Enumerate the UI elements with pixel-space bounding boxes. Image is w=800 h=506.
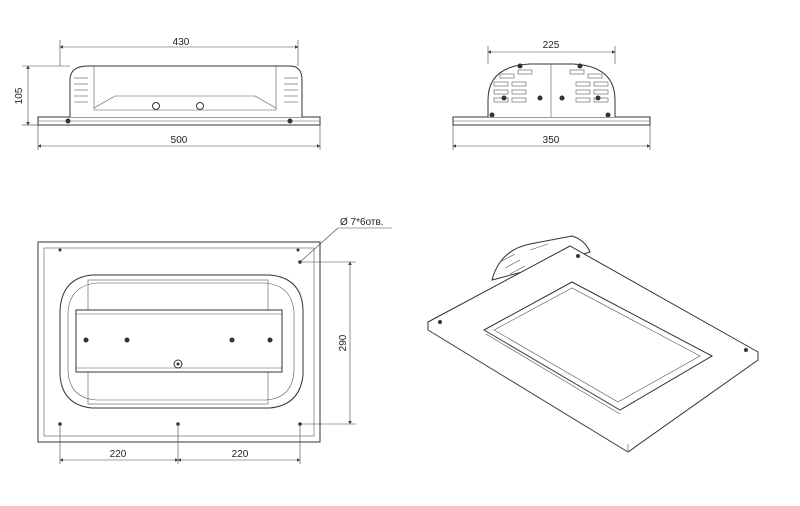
isometric-view — [426, 235, 759, 453]
dim-side-height: 105 — [14, 87, 25, 104]
dim-plan-spacing-right: 220 — [232, 449, 249, 460]
dim-front-width-top: 225 — [543, 40, 560, 51]
side-view: 430 105 500 — [14, 37, 321, 150]
dim-plan-spacing-left: 220 — [110, 449, 127, 460]
front-view: 225 350 — [452, 40, 651, 150]
dim-plan-height: 290 — [338, 334, 349, 351]
hole-note: Ø 7*6отв. — [340, 217, 384, 228]
dim-side-width-top: 430 — [173, 37, 190, 48]
plan-view: Ø 7*6отв. 290 220 220 — [37, 217, 392, 464]
dim-side-width-bottom: 500 — [171, 135, 188, 146]
dim-front-width-bottom: 350 — [543, 135, 560, 146]
